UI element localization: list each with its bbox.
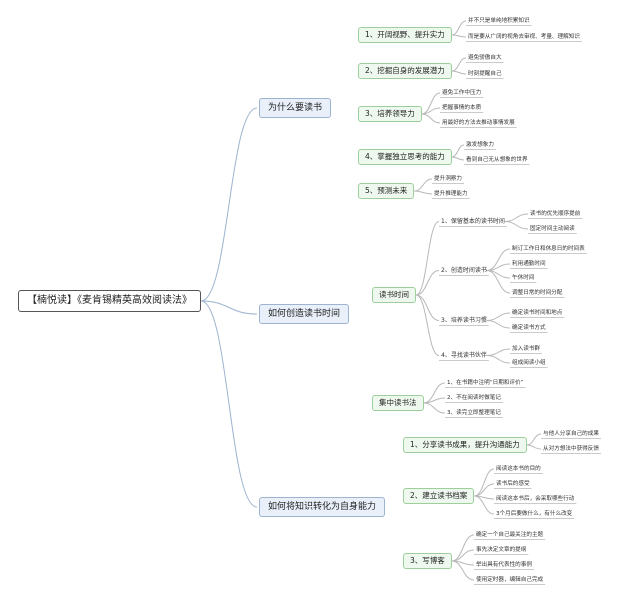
connector [415, 221, 440, 296]
topic-share-results[interactable]: 1、分享读书成果，提升沟通能力 [403, 437, 527, 453]
connector [486, 355, 511, 364]
topic-dig-potential[interactable]: 2、挖掘自身的发展潜力 [358, 63, 452, 79]
leaf: 读书的优先顺序提前 [530, 211, 581, 217]
leaf: 组成阅读小组 [512, 360, 546, 366]
connector [423, 402, 446, 414]
leaf: 激发想象力 [466, 142, 494, 148]
leaf: 而是要从广阔的视角去审视、考量、理解知识 [468, 34, 580, 40]
leaf: 并不只是单纯地积累知识 [468, 18, 530, 24]
leaf: 时刻提醒自己 [468, 71, 502, 77]
branch-create-time[interactable]: 如何创造读书时间 [259, 304, 350, 324]
group-habit: 3、培养读书习惯 [441, 317, 487, 324]
leaf: 确定读书时间和地点 [512, 310, 563, 316]
connector [451, 549, 475, 562]
leaf: 事先决定文章的提纲 [476, 547, 527, 553]
topic-write-blog[interactable]: 3、写博客 [403, 553, 452, 569]
connector [504, 213, 529, 222]
connector [486, 270, 511, 294]
leaf: 用最好的方法去推动事情发展 [442, 120, 515, 126]
branch-why-read[interactable]: 为什么要读书 [259, 98, 332, 118]
group-partner: 4、寻找读书伙伴 [441, 352, 487, 359]
leaf: 确定读书方式 [512, 325, 546, 331]
connector [415, 270, 440, 296]
connector [200, 107, 258, 302]
connector [526, 444, 542, 450]
connector [474, 495, 495, 515]
connector [474, 468, 495, 497]
connector [451, 144, 465, 158]
connector [414, 178, 433, 192]
group-keep-time: 1、保留基本的读书时间 [441, 218, 505, 225]
branch-knowledge-to-ability[interactable]: 如何将知识转化为自身能力 [259, 497, 386, 517]
topic-leadership[interactable]: 3、培养领导力 [358, 106, 422, 122]
connector [451, 57, 467, 72]
connector [421, 113, 441, 124]
leaf: 举出具有代表性的事例 [476, 562, 532, 568]
root-node[interactable]: 【楠悦读】《麦肯锡精英高效阅读法》 [18, 290, 201, 312]
connector [200, 300, 258, 315]
leaf: 与他人分享自己的成果 [543, 431, 599, 437]
connector [526, 433, 542, 446]
leaf: 使用定时器，编辑自己完成 [476, 577, 544, 583]
topic-reading-archive[interactable]: 2、建立读书档案 [403, 488, 475, 504]
leaf: 加入读书群 [512, 346, 540, 352]
connector [414, 190, 433, 195]
connector [451, 156, 465, 161]
connector [486, 320, 511, 329]
leaf: 避免骄傲自大 [468, 55, 502, 61]
leaf: 从对方想法中获得反馈 [543, 446, 599, 452]
leaf: 利用通勤时间 [512, 261, 546, 267]
leaf: 3个月后要做什么，有什么改变 [496, 511, 573, 517]
connector [415, 294, 440, 356]
topic-predict-future[interactable]: 5、预测未来 [358, 183, 415, 199]
leaf: 阅读这本书的目的 [496, 466, 541, 472]
leaf: 把握事情的本质 [442, 105, 482, 111]
leaf: 提升推理能力 [434, 191, 468, 197]
topic-broaden-vision[interactable]: 1、开阔视野、提升实力 [358, 27, 452, 43]
connector [486, 312, 511, 321]
leaf: 2、不在阅读时做笔记 [447, 395, 501, 401]
leaf: 确定一个自己最关注的主题 [476, 532, 544, 538]
group-make-time: 2、创造时间读书 [441, 267, 487, 274]
leaf: 制订工作日和休息日的时间表 [512, 246, 585, 252]
connector [415, 294, 440, 321]
topic-reading-time[interactable]: 读书时间 [372, 287, 416, 303]
leaf: 调整日常的时间分配 [512, 290, 563, 296]
connector [451, 34, 467, 38]
topic-focused-reading[interactable]: 集中读书法 [372, 395, 424, 411]
leaf: 避免工作中压力 [442, 90, 482, 96]
connector [474, 483, 495, 497]
leaf: 阅读这本书后，会采取哪些行动 [496, 496, 575, 502]
leaf: 读书后的感受 [496, 481, 530, 487]
leaf: 午休时间 [512, 275, 535, 281]
connector [451, 20, 467, 36]
topic-independent-thinking[interactable]: 4、掌握独立思考的能力 [358, 149, 452, 165]
connector [200, 300, 258, 508]
connector [451, 534, 475, 562]
connector [451, 560, 475, 581]
leaf: 提升洞察力 [434, 176, 462, 182]
leaf: 看到自己无从想象的世界 [466, 157, 528, 163]
leaf: 1、在书籍中注明“日期和评价” [447, 380, 524, 386]
connector [504, 221, 529, 230]
leaf: 固定时间主动阅读 [530, 226, 575, 232]
leaf: 3、读完立即整理笔记 [447, 410, 501, 416]
connector [451, 70, 467, 75]
connector [486, 348, 511, 356]
